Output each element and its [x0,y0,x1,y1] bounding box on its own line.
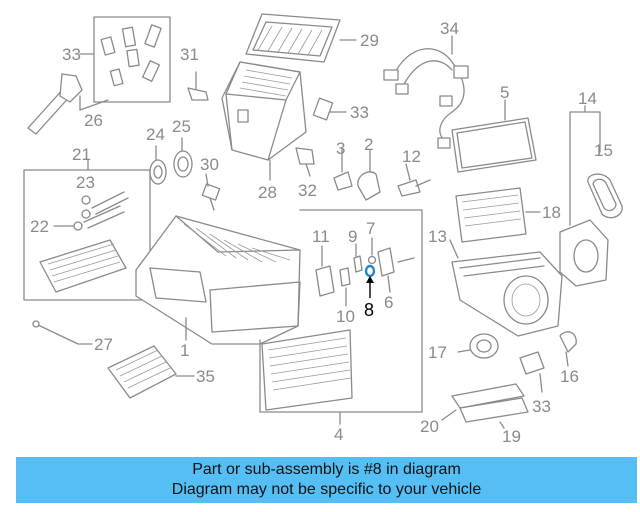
callout-27: 27 [94,335,113,354]
part-14-15-seal [569,105,623,226]
part-16-17-19-20-33-parts [441,331,577,429]
banner-line-1: Part or sub-assembly is #8 in diagram [192,461,461,478]
part-33-clip [312,97,347,121]
callout-35: 35 [196,367,215,386]
callout-32: 32 [298,181,317,200]
part-31-screw [187,71,209,101]
callout-28: 28 [258,183,277,202]
callout-7: 7 [366,219,375,238]
callout-33a: 33 [62,45,81,64]
part-13-blower-housing [449,239,563,337]
callout-31: 31 [180,45,199,64]
callout-34: 34 [440,19,459,38]
callout-13: 13 [428,227,447,246]
label-leaders [53,99,109,227]
callout-20: 20 [420,417,439,436]
callout-3: 3 [336,139,345,158]
callout-16: 16 [560,367,579,386]
callout-24: 24 [146,125,165,144]
part-28-housing [221,61,307,181]
part-34-wire-harness [383,35,469,149]
info-banner: Part or sub-assembly is #8 in diagram Di… [16,457,637,503]
callout-1: 1 [180,341,189,360]
callout-11: 11 [312,227,330,246]
part-27-drain-tube [32,320,93,345]
callout-8-highlight: 8 [364,300,374,320]
part-24-25-30-components [149,137,221,211]
callout-19: 19 [502,427,521,446]
callout-21: 21 [72,145,91,164]
callout-30: 30 [200,155,219,174]
part-1-hvac-case [135,215,301,345]
part-33-clip-set [79,16,171,103]
banner-line-2: Diagram may not be specific to your vehi… [171,481,482,498]
callout-2: 2 [364,135,373,154]
callout-33c: 33 [532,397,551,416]
part-29-filter-frame [245,13,357,63]
callout-6: 6 [384,293,393,312]
callout-10: 10 [336,307,355,326]
callout-29: 29 [360,31,379,50]
part-2-3-12-32-fittings [295,147,431,201]
part-8-o-ring [364,264,376,298]
callout-14: 14 [578,89,597,108]
part-26-sensor [27,73,83,135]
callout-12: 12 [402,147,421,166]
callout-23: 23 [76,173,95,192]
callout-4: 4 [334,425,343,444]
part-4-evaporator-set [259,209,423,425]
callout-15: 15 [594,141,613,160]
callout-25: 25 [172,117,191,136]
callout-9: 9 [348,227,357,246]
callout-18: 18 [542,203,561,222]
part-18-filter [455,187,541,243]
callout-26: 26 [84,111,103,130]
callout-5: 5 [500,83,509,102]
callout-33b: 33 [350,103,369,122]
part-5-cabin-filter [451,99,537,173]
part-14-blower-case [559,219,609,287]
callout-22: 22 [30,217,49,236]
parts-diagram: 33 31 29 34 26 33 5 14 24 25 2 3 12 15 2… [23,13,623,446]
part-35-resistor [107,345,195,399]
callout-labels: 33 31 29 34 26 33 5 14 24 25 2 3 12 15 2… [30,19,613,446]
callout-17: 17 [428,343,447,362]
